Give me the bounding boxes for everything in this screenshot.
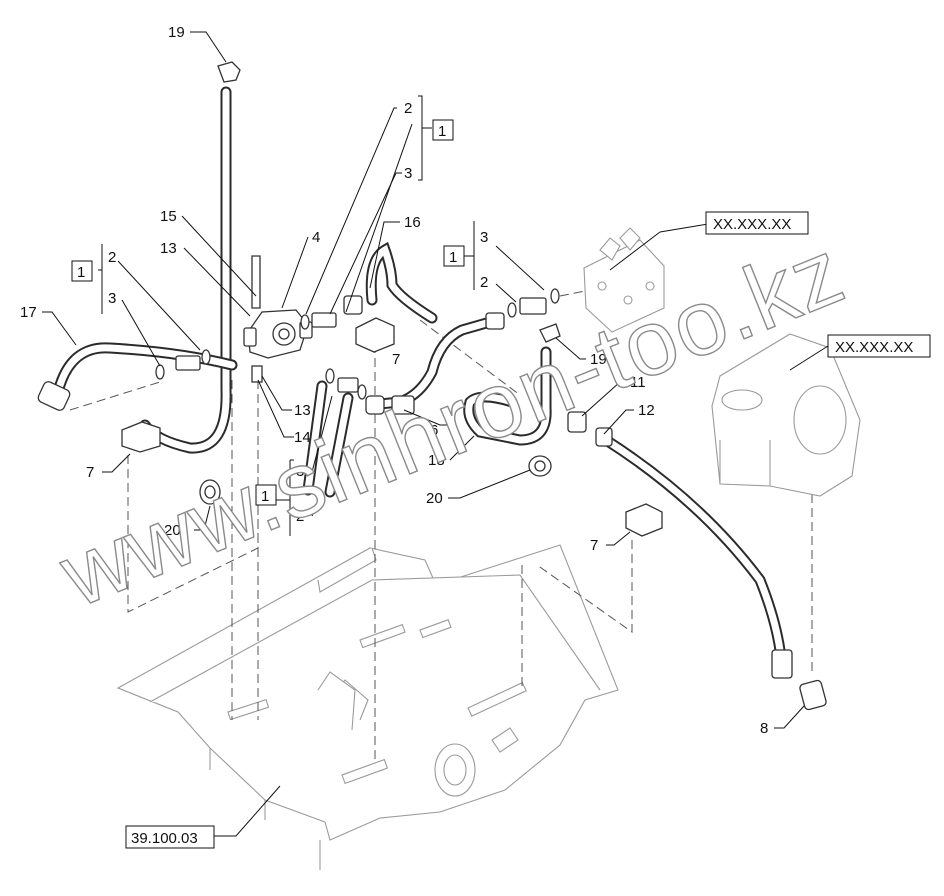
assembly-guide-lines (69, 289, 813, 760)
callout-box-1a (432, 119, 454, 141)
callout-17: 17 (20, 304, 37, 321)
callout-15: 15 (160, 208, 177, 225)
callout-3-bottom: 3 (296, 463, 304, 480)
callout-20-left: 20 (164, 522, 181, 539)
svg-text:XX.XXX.XX: XX.XXX.XX (835, 339, 913, 356)
callout-12: 12 (638, 402, 655, 419)
hose-15 (139, 86, 232, 454)
svg-text:XX.XXX.XX: XX.XXX.XX (713, 216, 791, 233)
reference-box-bottom: 39.100.03 (125, 825, 215, 849)
callout-box-1b (443, 245, 465, 267)
callout-13-lower: 13 (294, 402, 311, 419)
reference-box-right: XX.XXX.XX (827, 334, 931, 358)
callout-1-left: 1 (77, 264, 85, 281)
callout-7-center: 7 (392, 351, 400, 368)
callout-19-right: 19 (590, 351, 607, 368)
callout-7-left: 7 (86, 464, 94, 481)
callout-2-left: 2 (108, 249, 116, 266)
callout-1-right: 1 (449, 249, 457, 266)
callout-8: 8 (760, 720, 768, 737)
leader-lines (42, 31, 829, 837)
hose-short-lower (302, 380, 354, 498)
hose-12 (600, 434, 827, 711)
clamp-7 (121, 317, 663, 537)
callout-20-right: 20 (426, 490, 443, 507)
callout-11: 11 (630, 374, 646, 391)
callout-4: 4 (312, 229, 320, 246)
fitting-set-right (507, 288, 560, 318)
hose-16 (365, 241, 438, 324)
reference-box-top: XX.XXX.XX (705, 211, 809, 235)
callout-3-right: 3 (480, 229, 488, 246)
callout-16: 16 (404, 214, 421, 231)
elbow-fitting-19 (217, 61, 561, 343)
callout-18: 18 (428, 452, 445, 469)
fitting-set-lower (325, 368, 367, 400)
callout-19-top: 19 (168, 24, 185, 41)
callout-13-upper: 13 (160, 240, 177, 257)
adapter-11 (567, 411, 613, 447)
callout-1-bottom: 1 (261, 488, 269, 505)
callout-6: 6 (430, 422, 438, 439)
callout-3-top: 3 (404, 165, 412, 182)
callout-3-left: 3 (108, 290, 116, 307)
callout-1-top: 1 (438, 123, 446, 140)
control-valve-block (583, 227, 665, 333)
washer-20 (199, 455, 552, 505)
chassis-frame (116, 544, 619, 870)
valve-block-4 (243, 309, 313, 359)
stud-13-14 (251, 255, 263, 383)
callout-box-1d (255, 484, 277, 506)
callout-labels: 19 2 1 3 16 15 4 13 3 1 2 2 1 3 17 7 19 … (20, 24, 768, 737)
filter-assembly (711, 333, 861, 497)
callout-2-right: 2 (480, 274, 488, 291)
svg-text:39.100.03: 39.100.03 (131, 830, 198, 847)
fitting-set-left (155, 349, 211, 380)
hose-6 (365, 312, 505, 415)
callout-2-top: 2 (404, 100, 412, 117)
callout-14: 14 (294, 429, 311, 446)
callout-box-1c (71, 260, 93, 282)
hose-18 (463, 346, 552, 446)
callout-7-right: 7 (590, 537, 598, 554)
callout-2-bottom: 2 (296, 508, 304, 525)
fitting-set-center (300, 295, 363, 330)
